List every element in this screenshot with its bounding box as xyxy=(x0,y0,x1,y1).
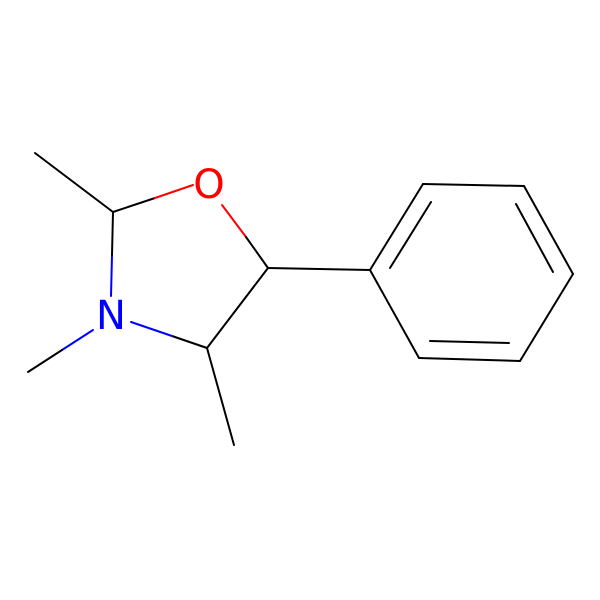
ring-bond-1 xyxy=(369,183,424,271)
bond-n-c2-carbon-half xyxy=(111,211,114,256)
ring-bond-3 xyxy=(523,185,574,275)
bond-n-methyl-nitrogen-half xyxy=(61,329,94,351)
bond-c4-n-carbon-half xyxy=(171,335,208,349)
atom-label-nitrogen: N xyxy=(96,293,126,339)
atom-label-oxygen: O xyxy=(193,162,224,208)
bond-c2-o-oxygen-half xyxy=(154,184,194,199)
ring-bond-4 xyxy=(519,273,574,362)
bond-c2-o-carbon-half xyxy=(112,197,156,213)
bond-c5-c4 xyxy=(206,267,269,349)
ring-bond-1-inner xyxy=(389,201,432,269)
ring-bond-5-inner xyxy=(429,340,510,344)
bond-c2-methyl xyxy=(34,152,114,213)
ring-bond-5 xyxy=(418,357,521,362)
bond-n-methyl-carbon-half xyxy=(27,349,63,373)
bond-c4-methyl xyxy=(206,347,235,446)
bond-n-c2-nitrogen-half xyxy=(110,254,113,297)
bond-c5-phenyl xyxy=(267,267,371,271)
bond-o-c5-carbon-half xyxy=(245,236,269,269)
ring-bond-3-inner xyxy=(515,203,554,273)
ring-bond-2 xyxy=(422,183,525,187)
bond-o-c5-oxygen-half xyxy=(221,204,247,238)
ring-bond-6 xyxy=(369,269,420,359)
bond-c4-n-nitrogen-half xyxy=(130,321,173,337)
